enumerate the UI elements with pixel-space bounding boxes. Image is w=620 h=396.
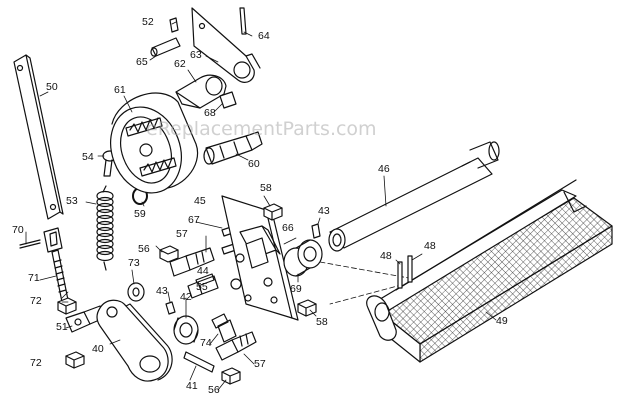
part-number-p42: 42 (180, 291, 192, 303)
part-number-p46: 46 (378, 163, 390, 175)
part-74-bolt (211, 313, 237, 343)
part-number-p65: 65 (136, 56, 148, 68)
part-56-nut-lower (221, 367, 241, 385)
part-number-p43a: 43 (156, 285, 168, 297)
part-number-p41: 41 (186, 380, 198, 392)
part-number-p63: 63 (190, 49, 202, 61)
part-63-plate (191, 7, 261, 83)
part-72-nut-upper (57, 297, 77, 315)
part-number-p52: 52 (142, 16, 154, 28)
part-69-collar (283, 239, 323, 277)
part-71-clevis-rod (43, 227, 69, 303)
part-number-p57a: 57 (176, 228, 188, 240)
part-55-bolt (187, 275, 219, 299)
part-48-pins (397, 255, 413, 289)
part-56-nut-upper (159, 245, 179, 263)
part-42-collar (173, 315, 199, 345)
part-number-p72a: 72 (30, 295, 42, 307)
part-50-flat-bar (13, 54, 64, 220)
part-61-drum (110, 92, 199, 194)
part-43-set-screw-right (311, 223, 321, 239)
part-number-p71: 71 (28, 272, 40, 284)
part-number-p49: 49 (496, 315, 508, 327)
part-number-p59: 59 (134, 208, 146, 220)
part-49-brush-assembly (366, 179, 613, 363)
part-number-p56b: 56 (208, 384, 220, 396)
part-number-p69: 69 (290, 283, 302, 295)
part-number-p68: 68 (204, 107, 216, 119)
part-40-lever-arm (96, 299, 173, 382)
part-68-screw (219, 91, 237, 109)
part-number-p48a: 48 (380, 250, 392, 262)
part-66-bracket (239, 225, 281, 269)
part-number-p64: 64 (258, 30, 270, 42)
part-number-p51: 51 (56, 321, 68, 333)
part-number-p67: 67 (188, 214, 200, 226)
leader-lines (25, 21, 497, 391)
part-73-washer (127, 282, 145, 302)
part-57-bolt-lower (215, 331, 257, 361)
part-number-p61: 61 (114, 84, 126, 96)
part-number-p56a: 56 (138, 243, 150, 255)
part-72-nut-lower (65, 351, 85, 369)
part-number-p40: 40 (92, 343, 104, 355)
part-number-p70: 70 (12, 224, 24, 236)
watermark-text: eReplacementParts.com (146, 118, 377, 140)
part-number-p58b: 58 (316, 316, 328, 328)
part-number-p44: 44 (197, 265, 209, 277)
part-number-p54: 54 (82, 151, 94, 163)
part-number-p74: 74 (200, 337, 212, 349)
part-57-bolt-upper (169, 247, 215, 277)
part-number-p55: 55 (196, 281, 208, 293)
part-41-pin (183, 351, 215, 373)
part-70-pin (19, 239, 41, 249)
part-62-cam (175, 74, 227, 109)
part-number-p53: 53 (66, 195, 78, 207)
part-number-p66: 66 (282, 222, 294, 234)
part-60-shaft (203, 131, 263, 165)
part-number-p62: 62 (174, 58, 186, 70)
part-number-p73: 73 (128, 257, 140, 269)
part-number-p60: 60 (248, 158, 260, 170)
part-53-spring (96, 185, 114, 271)
part-52-screw (169, 17, 179, 33)
part-58-nut-upper (263, 203, 283, 221)
part-number-p48b: 48 (424, 240, 436, 252)
part-43-set-screw-left (165, 301, 176, 315)
part-number-p50: 50 (46, 81, 58, 93)
part-65-pin (150, 37, 181, 57)
part-64-pin (239, 7, 247, 35)
part-46-shaft (328, 141, 500, 252)
part-number-p45: 45 (194, 195, 206, 207)
part-number-p58a: 58 (260, 182, 272, 194)
part-number-p57b: 57 (254, 358, 266, 370)
part-number-p72b: 72 (30, 357, 42, 369)
part-number-p43b: 43 (318, 205, 330, 217)
